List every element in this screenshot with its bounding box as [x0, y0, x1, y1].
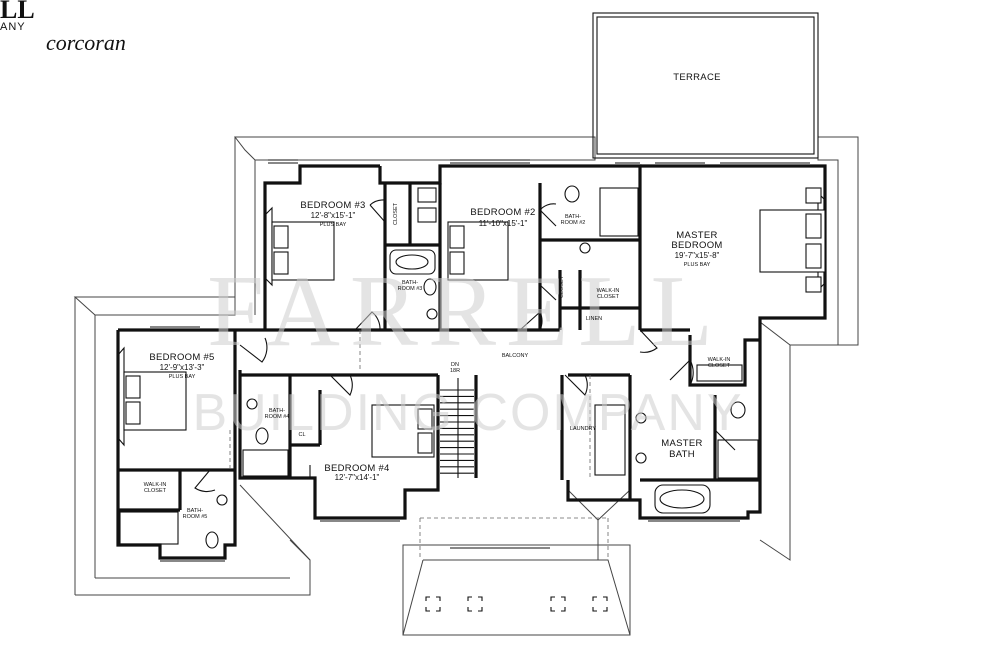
bed-bedroom2 — [447, 221, 509, 281]
walkin-master2-line2: CLOSET — [708, 363, 731, 369]
closet-b3-label: CLOSET — [393, 202, 399, 225]
closet-b2-label: CLOSET — [559, 275, 565, 298]
bedroom2-name: BEDROOM #2 — [470, 207, 535, 218]
linen-label: LINEN — [586, 316, 602, 322]
balcony-label: BALCONY — [502, 353, 529, 359]
logo-fragment: LL — [0, 0, 35, 24]
terrace: TERRACE — [592, 12, 819, 159]
walkin-master1-line1: WALK-IN — [597, 288, 620, 294]
partner-name: corcoran — [46, 30, 126, 55]
bath3-line1: BATH- — [402, 280, 418, 286]
bath2-line1: BATH- — [565, 214, 581, 220]
stair-label-1: DN — [451, 362, 459, 368]
bath5-line1: BATH- — [187, 508, 203, 514]
bedroom4-name: BEDROOM #4 — [324, 463, 389, 474]
stair-label-2: 18R — [450, 368, 460, 374]
master-bedroom-line1: MASTER — [676, 230, 717, 241]
bedroom3-name: BEDROOM #3 — [300, 200, 365, 211]
roof-outline — [73, 136, 859, 636]
room-labels: BEDROOM #3 12'-8"x15'-1" PLUS BAY BEDROO… — [144, 200, 731, 520]
watermark-line1: FARRELL — [207, 255, 723, 368]
bath3-line2: ROOM #3 — [398, 286, 423, 292]
beds — [123, 187, 826, 458]
cl-label: CL — [298, 432, 305, 438]
bedroom5-note: PLUS BAY — [169, 374, 196, 380]
bedroom5-dims: 12'-9"x13'-3" — [160, 363, 205, 372]
windows — [150, 159, 810, 562]
bedroom3-note: PLUS BAY — [320, 222, 347, 228]
master-bedroom-dims: 19'-7"x15'-8" — [675, 251, 720, 260]
bed-master — [759, 187, 826, 293]
interior-walls — [118, 183, 760, 512]
laundry-label: LAUNDRY — [570, 426, 597, 432]
master-bath-line1: MASTER — [661, 438, 702, 449]
bedroom2-dims: 11'-10"x15'-1" — [479, 219, 528, 228]
bed-bedroom3 — [271, 221, 335, 281]
exterior-walls — [116, 164, 827, 560]
brand-logo: LL ANY corcoran — [0, 0, 126, 55]
stair: DN 18R — [440, 362, 474, 478]
watermark: FARRELL BUILDING COMPANY — [192, 255, 743, 442]
bath5-line2: ROOM #5 — [183, 514, 208, 520]
bedroom3-dims: 12'-8"x15'-1" — [311, 211, 356, 220]
bedroom5-name: BEDROOM #5 — [149, 352, 214, 363]
master-bath-line2: BATH — [669, 449, 695, 460]
master-bedroom-note: PLUS BAY — [684, 262, 711, 268]
walkin-b5-line2: CLOSET — [144, 488, 167, 494]
bath4-line2: ROOM #4 — [265, 414, 290, 420]
bath-fixtures — [119, 185, 759, 549]
bath4-line1: BATH- — [269, 408, 285, 414]
walkin-master2-line1: WALK-IN — [708, 357, 731, 363]
master-bedroom-line2: BEDROOM — [671, 240, 722, 251]
watermark-line2: BUILDING COMPANY — [192, 384, 743, 442]
bed-bedroom5 — [123, 371, 187, 431]
bedroom4-dims: 12'-7"x14'-1" — [335, 473, 380, 482]
bed-bedroom4 — [371, 404, 435, 458]
company-fragment: ANY — [0, 21, 26, 33]
terrace-label: TERRACE — [673, 72, 721, 83]
walkin-master1-line2: CLOSET — [597, 294, 620, 300]
bath2-line2: ROOM #2 — [561, 220, 586, 226]
walkin-b5-line1: WALK-IN — [144, 482, 167, 488]
